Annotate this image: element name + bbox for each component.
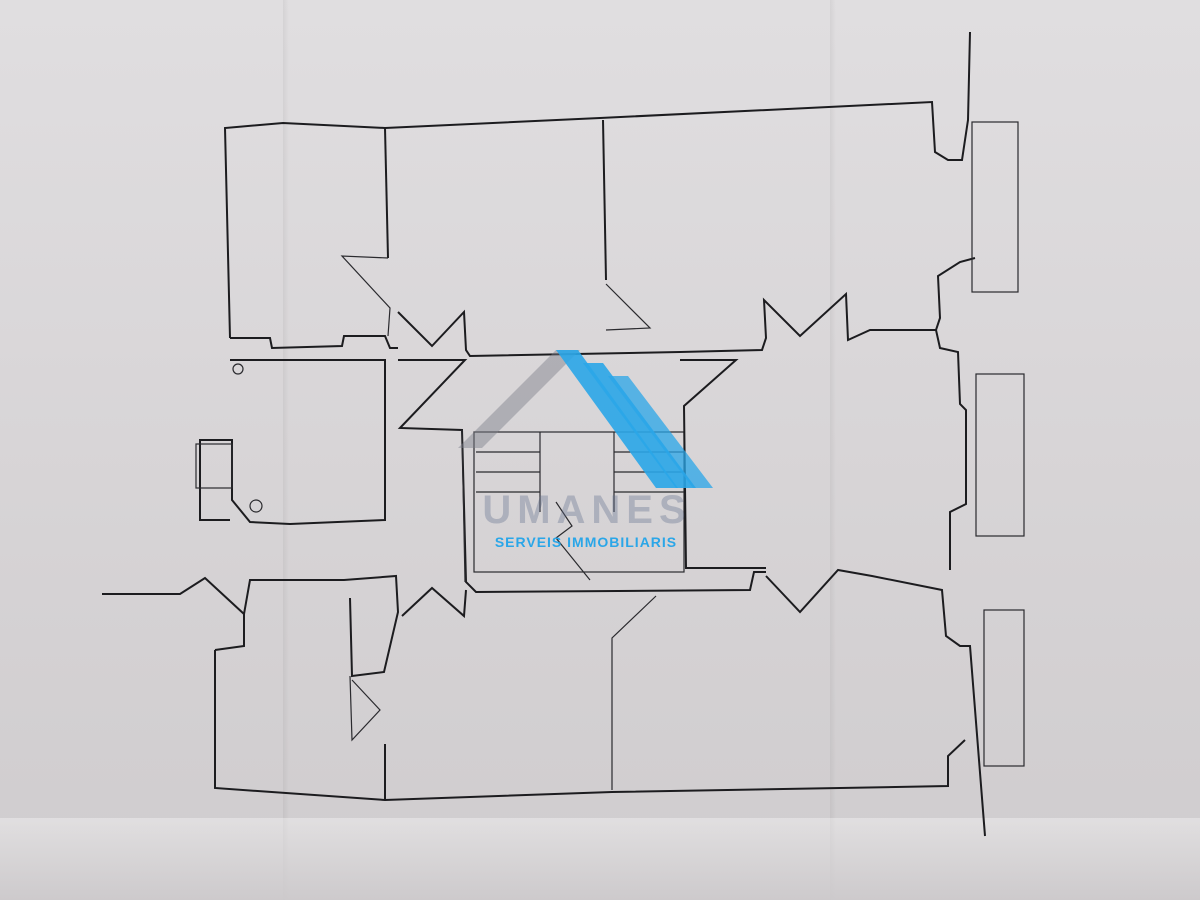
corridor-wall-upper (397, 257, 976, 358)
door-swing (340, 255, 391, 337)
shaft-symbol (232, 363, 244, 375)
stair-break-line (555, 501, 591, 581)
shaft-symbol (249, 499, 263, 513)
wall-left-upper (230, 335, 398, 350)
wall-left-lower (401, 586, 467, 619)
balcony (975, 373, 1025, 537)
core-wall-left (397, 359, 766, 594)
door-swing (605, 283, 652, 331)
core-wall-right (680, 359, 766, 569)
wall-partition (602, 119, 607, 281)
logo-mark (458, 348, 718, 558)
brand-name: UMANES (482, 488, 692, 532)
wall-segment (214, 614, 245, 651)
door-swing (611, 595, 657, 790)
core-inner (461, 429, 466, 583)
wall-partition (384, 127, 389, 259)
wall-lower-left (102, 574, 400, 678)
door-swing (349, 675, 381, 742)
service-area (199, 359, 386, 526)
outer-wall-right (935, 329, 967, 570)
paper-fold (0, 818, 1200, 900)
balcony (983, 609, 1025, 767)
stair-block (473, 431, 685, 573)
corridor-wall-lower (765, 568, 986, 837)
service-box (195, 443, 233, 489)
brand-tagline: SERVEIS IMMOBILIARIS (494, 534, 678, 550)
outer-wall-top (223, 31, 971, 339)
outer-wall-bottom (214, 650, 966, 802)
balcony (971, 121, 1019, 293)
